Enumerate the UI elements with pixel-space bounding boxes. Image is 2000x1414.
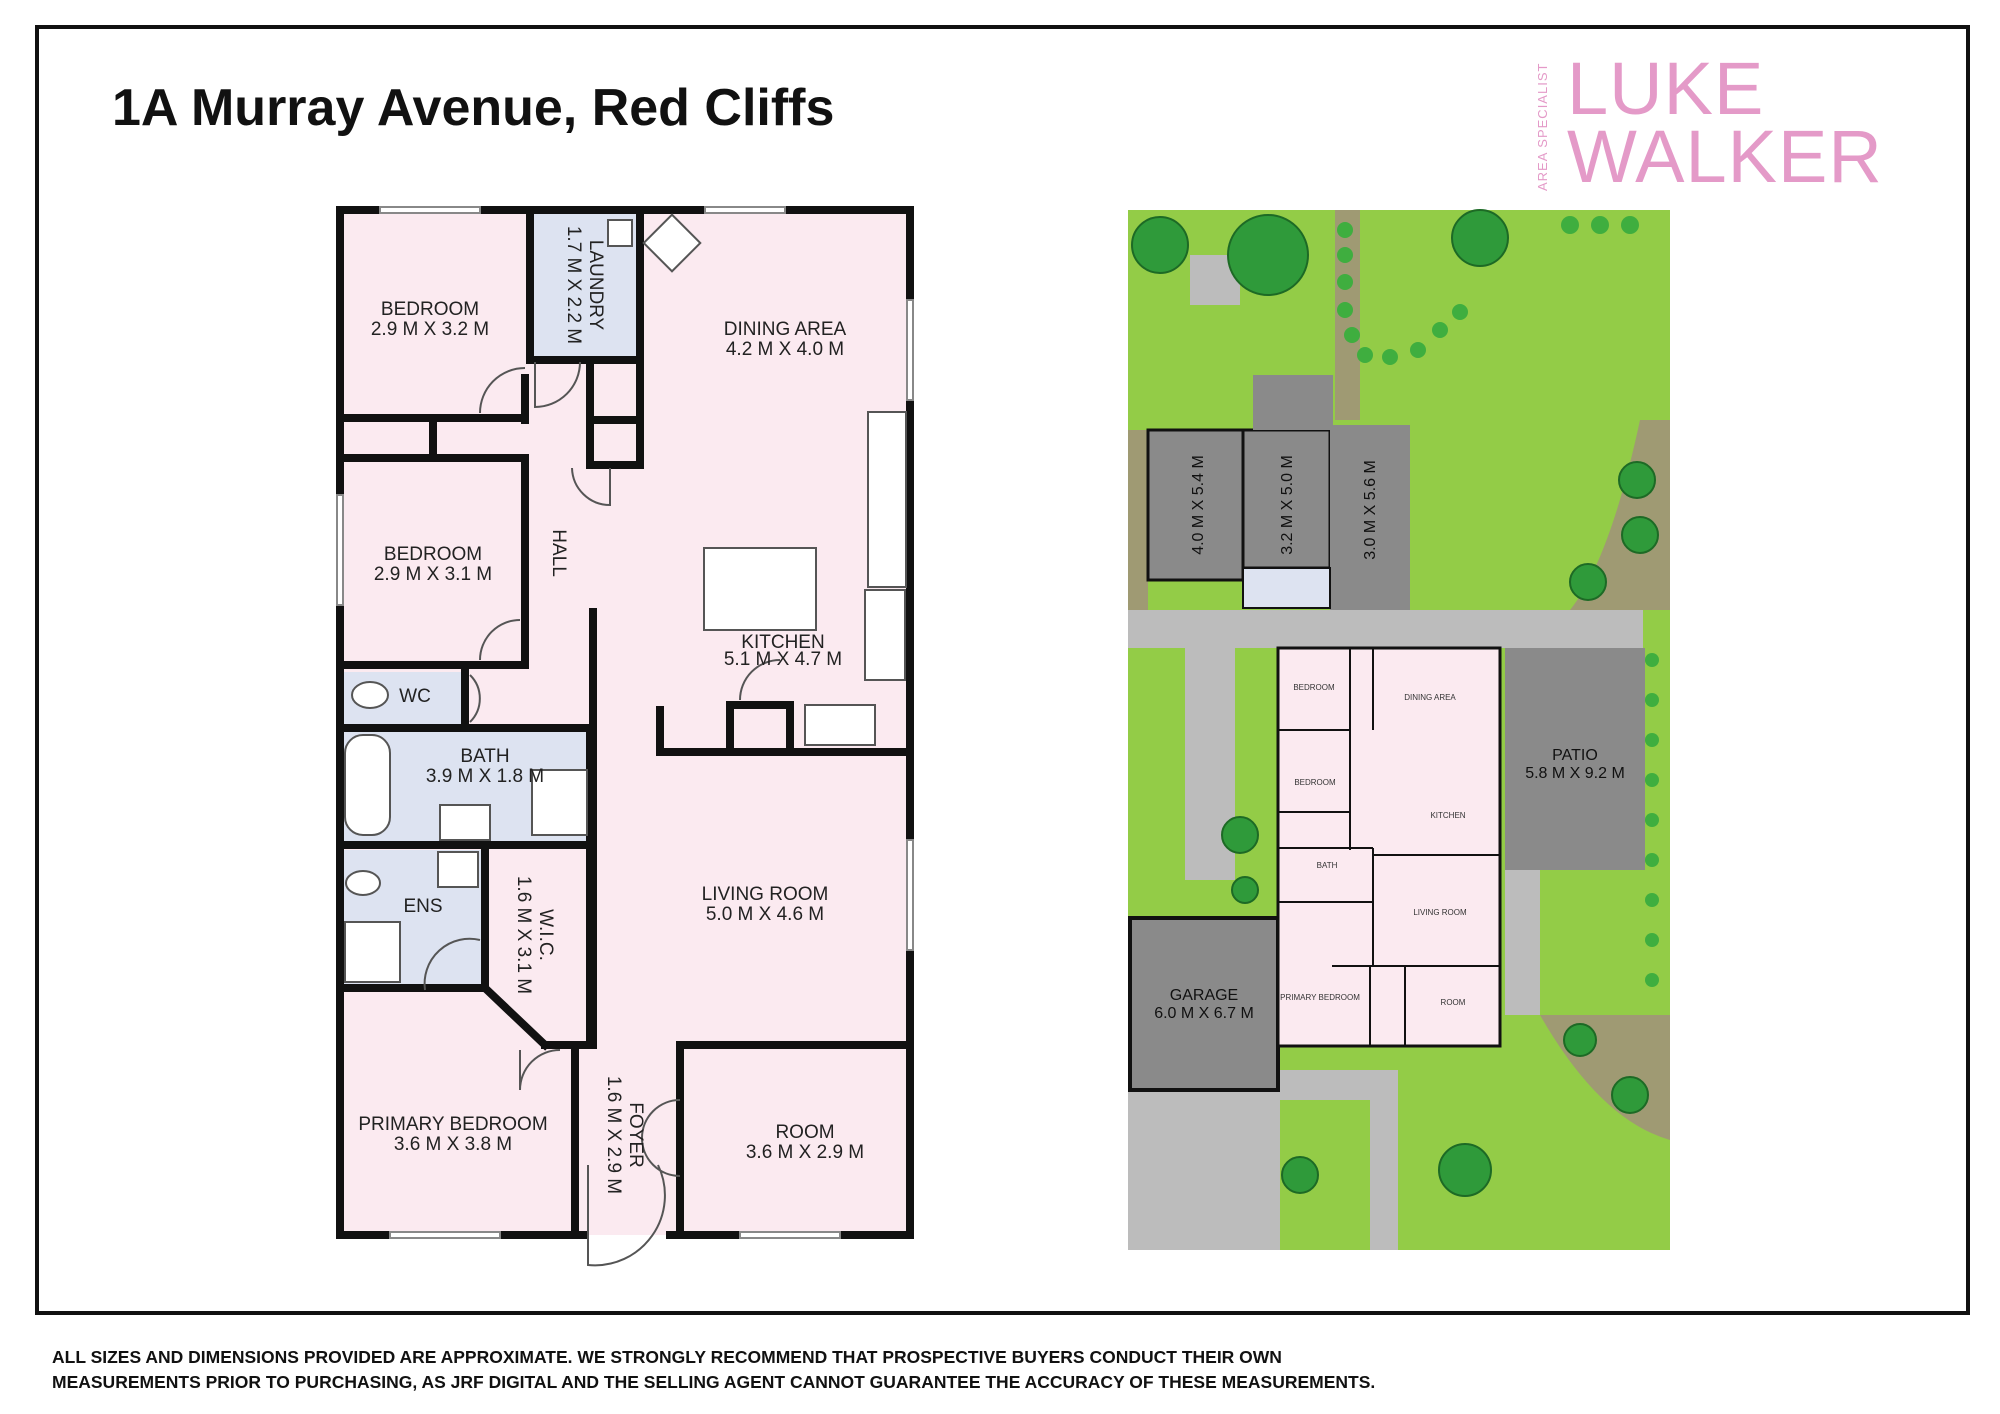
primary-dims: 3.6 M X 3.8 M: [394, 1134, 512, 1155]
disclaimer: ALL SIZES AND DIMENSIONS PROVIDED ARE AP…: [52, 1345, 1452, 1395]
wic-dims: 1.6 M X 3.1 M: [513, 876, 534, 994]
shed2-dims: 3.2 M X 5.0 M: [1279, 455, 1296, 555]
svg-text:LIVING ROOM: LIVING ROOM: [1413, 908, 1467, 917]
bedroom2-label: BEDROOM: [384, 544, 482, 565]
patio-dims: 5.8 M X 9.2 M: [1525, 765, 1625, 782]
patio-roof: [1505, 648, 1645, 870]
carport-dims: 3.0 M X 5.6 M: [1362, 460, 1379, 560]
svg-text:DINING AREA: DINING AREA: [1404, 693, 1456, 702]
garage-roof: [1128, 916, 1280, 1092]
kitchen-dims: 5.1 M X 4.7 M: [724, 649, 842, 670]
svg-text:PRIMARY BEDROOM: PRIMARY BEDROOM: [1280, 993, 1360, 1002]
patio-label: PATIO: [1552, 747, 1598, 764]
svg-text:BATH: BATH: [1317, 861, 1338, 870]
bath-label: BATH: [460, 746, 509, 767]
laundry-label: LAUNDRY: [585, 240, 606, 331]
bedroom1-dims: 2.9 M X 3.2 M: [371, 319, 489, 340]
ens-label: ENS: [403, 896, 442, 917]
agent-logo-last-name: WALKER: [1567, 115, 1883, 198]
floor-plan: BEDROOM 2.9 M X 3.2 M LAUNDRY 1.7 M X 2.…: [336, 206, 914, 1267]
foyer-label: FOYER: [625, 1102, 646, 1167]
living-dims: 5.0 M X 4.6 M: [706, 904, 824, 925]
wc-label: WC: [399, 686, 431, 707]
bedroom1-label: BEDROOM: [381, 299, 479, 320]
foyer-dims: 1.6 M X 2.9 M: [603, 1076, 624, 1194]
bedroom2-dims: 2.9 M X 3.1 M: [374, 564, 492, 585]
agent-logo-first-name: LUKE: [1567, 47, 1765, 130]
svg-text:BEDROOM: BEDROOM: [1293, 683, 1335, 692]
kitchen-label: KITCHEN: [741, 632, 824, 653]
agent-logo: AREA SPECIALIST LUKE WALKER: [1535, 47, 1895, 198]
disclaimer-line-2: MEASUREMENTS PRIOR TO PURCHASING, AS JRF…: [52, 1372, 1376, 1392]
hall-label: HALL: [548, 529, 569, 577]
svg-text:ROOM: ROOM: [1441, 998, 1466, 1007]
shed1-dims: 4.0 M X 5.4 M: [1190, 455, 1207, 555]
garage-label: GARAGE: [1170, 987, 1238, 1004]
wic-label: W.I.C.: [535, 909, 556, 961]
page-frame: [35, 25, 1970, 1315]
bath-dims: 3.9 M X 1.8 M: [426, 766, 544, 787]
property-address-title: 1A Murray Avenue, Red Cliffs: [112, 79, 835, 137]
primary-label: PRIMARY BEDROOM: [358, 1114, 547, 1135]
dining-dims: 4.2 M X 4.0 M: [726, 339, 844, 360]
svg-text:KITCHEN: KITCHEN: [1430, 811, 1465, 820]
dining-label: DINING AREA: [724, 319, 847, 340]
site-plan: 4.0 M X 5.4 M 3.2 M X 5.0 M 3.0 M X 5.6 …: [1128, 209, 1670, 1250]
room-dims: 3.6 M X 2.9 M: [746, 1142, 864, 1163]
disclaimer-line-1: ALL SIZES AND DIMENSIONS PROVIDED ARE AP…: [52, 1347, 1282, 1367]
room-label: ROOM: [775, 1122, 834, 1143]
laundry-dims: 1.7 M X 2.2 M: [563, 226, 584, 344]
garage-dims: 6.0 M X 6.7 M: [1154, 1005, 1254, 1022]
svg-text:BEDROOM: BEDROOM: [1294, 778, 1336, 787]
living-label: LIVING ROOM: [702, 884, 829, 905]
